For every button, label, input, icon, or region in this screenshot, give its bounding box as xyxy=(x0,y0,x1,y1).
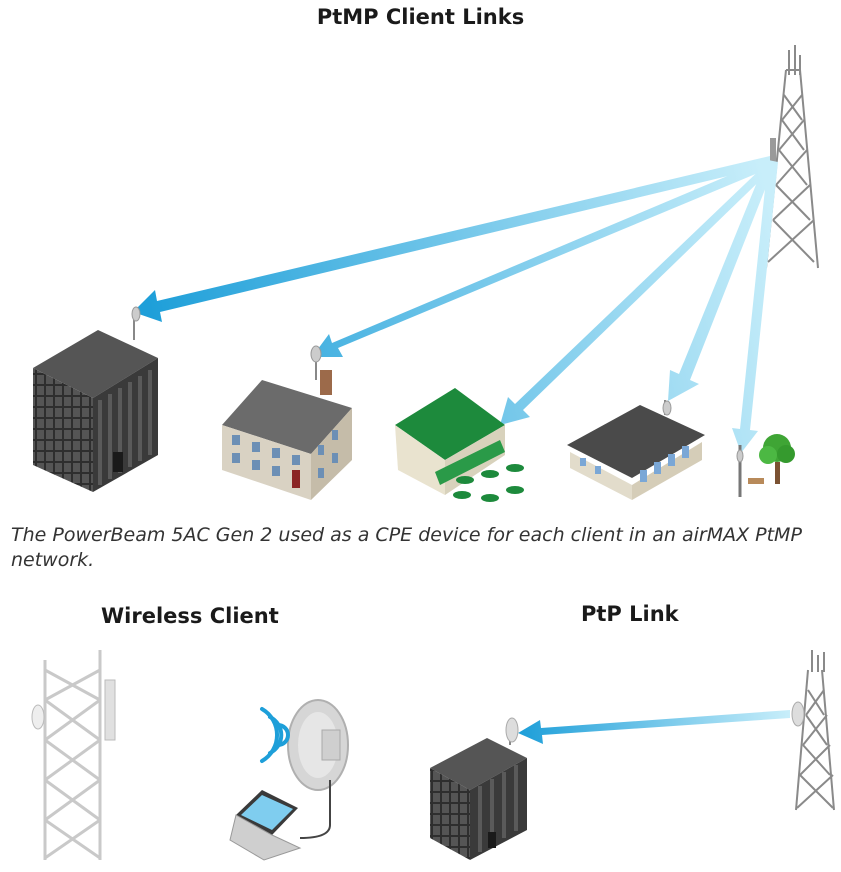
diagram-caption: The PowerBeam 5AC Gen 2 used as a CPE de… xyxy=(11,524,802,571)
ptp-beam xyxy=(518,710,790,744)
wifi-signal-icon xyxy=(260,707,290,763)
ptmp-beams xyxy=(133,156,778,453)
office-building xyxy=(33,306,158,492)
wireless-client-title: Wireless Client xyxy=(101,604,279,628)
shop xyxy=(567,400,705,500)
tree xyxy=(759,434,795,484)
powerbeam-dish xyxy=(287,699,349,839)
ptp-title: PtP Link xyxy=(581,602,679,626)
base-station-tower xyxy=(765,45,819,269)
ptp-office-building xyxy=(430,717,527,860)
ptmp-title: PtMP Client Links xyxy=(316,5,525,29)
laptop xyxy=(229,790,302,861)
house xyxy=(222,345,352,500)
lamp-post xyxy=(736,445,764,497)
cafe xyxy=(395,388,524,502)
client-tower xyxy=(31,650,116,860)
ptp-tower xyxy=(791,650,835,811)
